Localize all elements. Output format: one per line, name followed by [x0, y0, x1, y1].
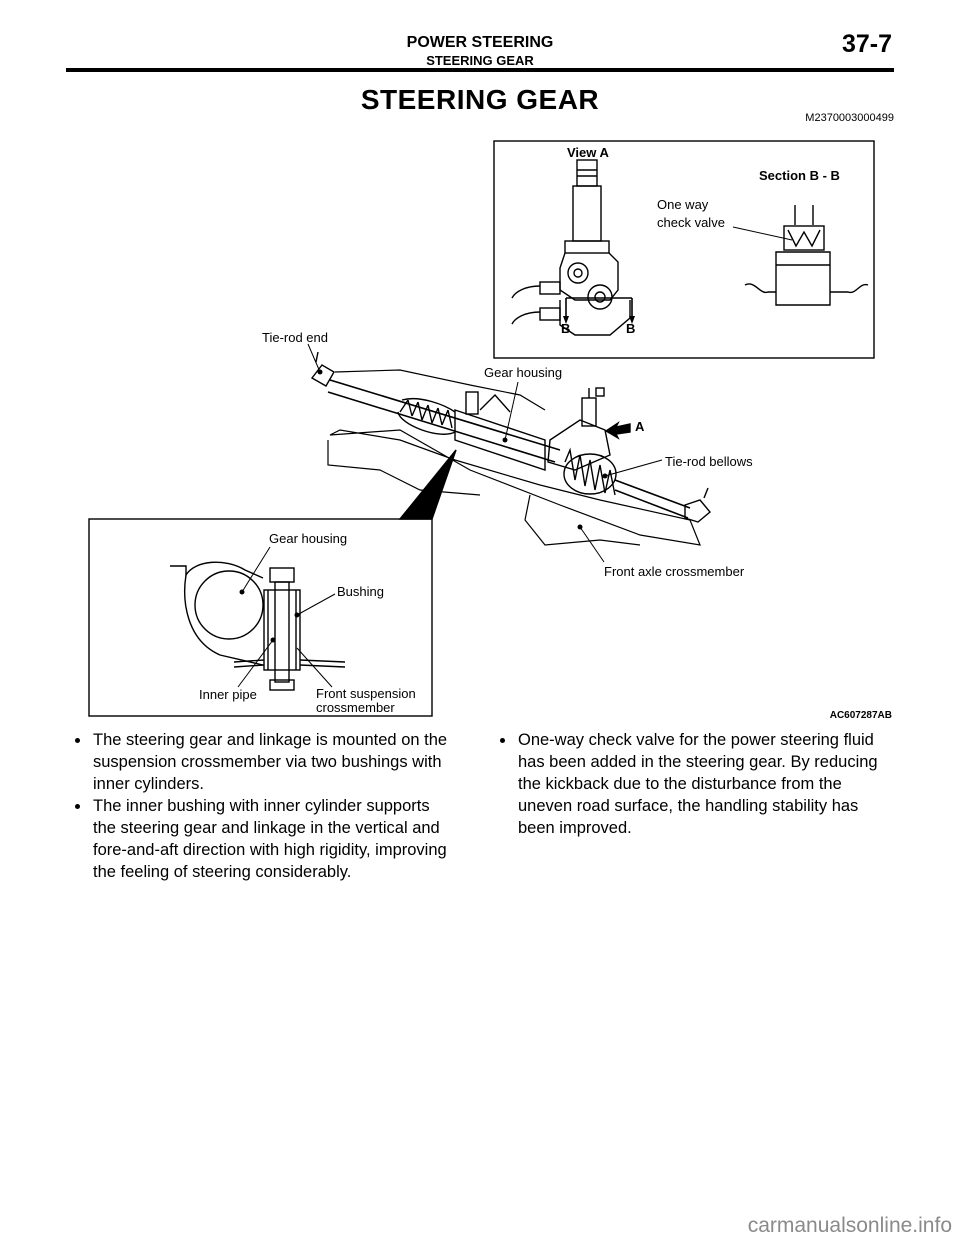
label-tie-rod-bellows: Tie-rod bellows [665, 454, 753, 469]
bullet-dot-icon [75, 738, 80, 743]
subsection-title: STEERING GEAR [426, 53, 534, 68]
left-column: The steering gear and linkage is mounted… [66, 729, 486, 883]
steering-gear-illustration: View A Section B - B One way check valve… [88, 140, 875, 717]
label-tie-rod-end: Tie-rod end [262, 330, 328, 345]
bullet-item: The inner bushing with inner cylinder su… [66, 795, 486, 883]
label-arrow-a: A [635, 419, 645, 434]
label-inner-pipe: Inner pipe [199, 687, 257, 702]
page-number: 37-7 [841, 30, 892, 58]
bullet-item: The steering gear and linkage is mounted… [66, 729, 486, 795]
label-bushing: Bushing [337, 584, 384, 599]
view-a-box [493, 140, 875, 359]
detail-box [88, 518, 433, 717]
bullet-dot-icon [500, 738, 505, 743]
label-one-way-2: check valve [657, 215, 725, 230]
bullet-item: One-way check valve for the power steeri… [491, 729, 901, 839]
page-title: STEERING GEAR [360, 84, 600, 115]
header-rule [66, 68, 894, 72]
label-gear-housing-detail: Gear housing [269, 531, 347, 546]
label-view-a: View A [567, 145, 610, 160]
watermark: carmanualsonline.info [747, 1214, 952, 1237]
label-b-left: B [561, 321, 570, 336]
label-one-way-1: One way [657, 197, 709, 212]
figure-id: AC607287AB [829, 710, 892, 721]
label-front-axle-crossmember: Front axle crossmember [604, 564, 745, 579]
document-code: M2370003000499 [805, 112, 894, 124]
right-column: One-way check valve for the power steeri… [491, 729, 901, 839]
label-section-bb: Section B - B [759, 168, 840, 183]
label-b-right: B [626, 321, 635, 336]
label-front-suspension-2: crossmember [316, 700, 395, 715]
label-gear-housing: Gear housing [484, 365, 562, 380]
bullet-dot-icon [75, 804, 80, 809]
label-front-suspension-1: Front suspension [316, 686, 416, 701]
section-title: POWER STEERING [406, 34, 554, 51]
